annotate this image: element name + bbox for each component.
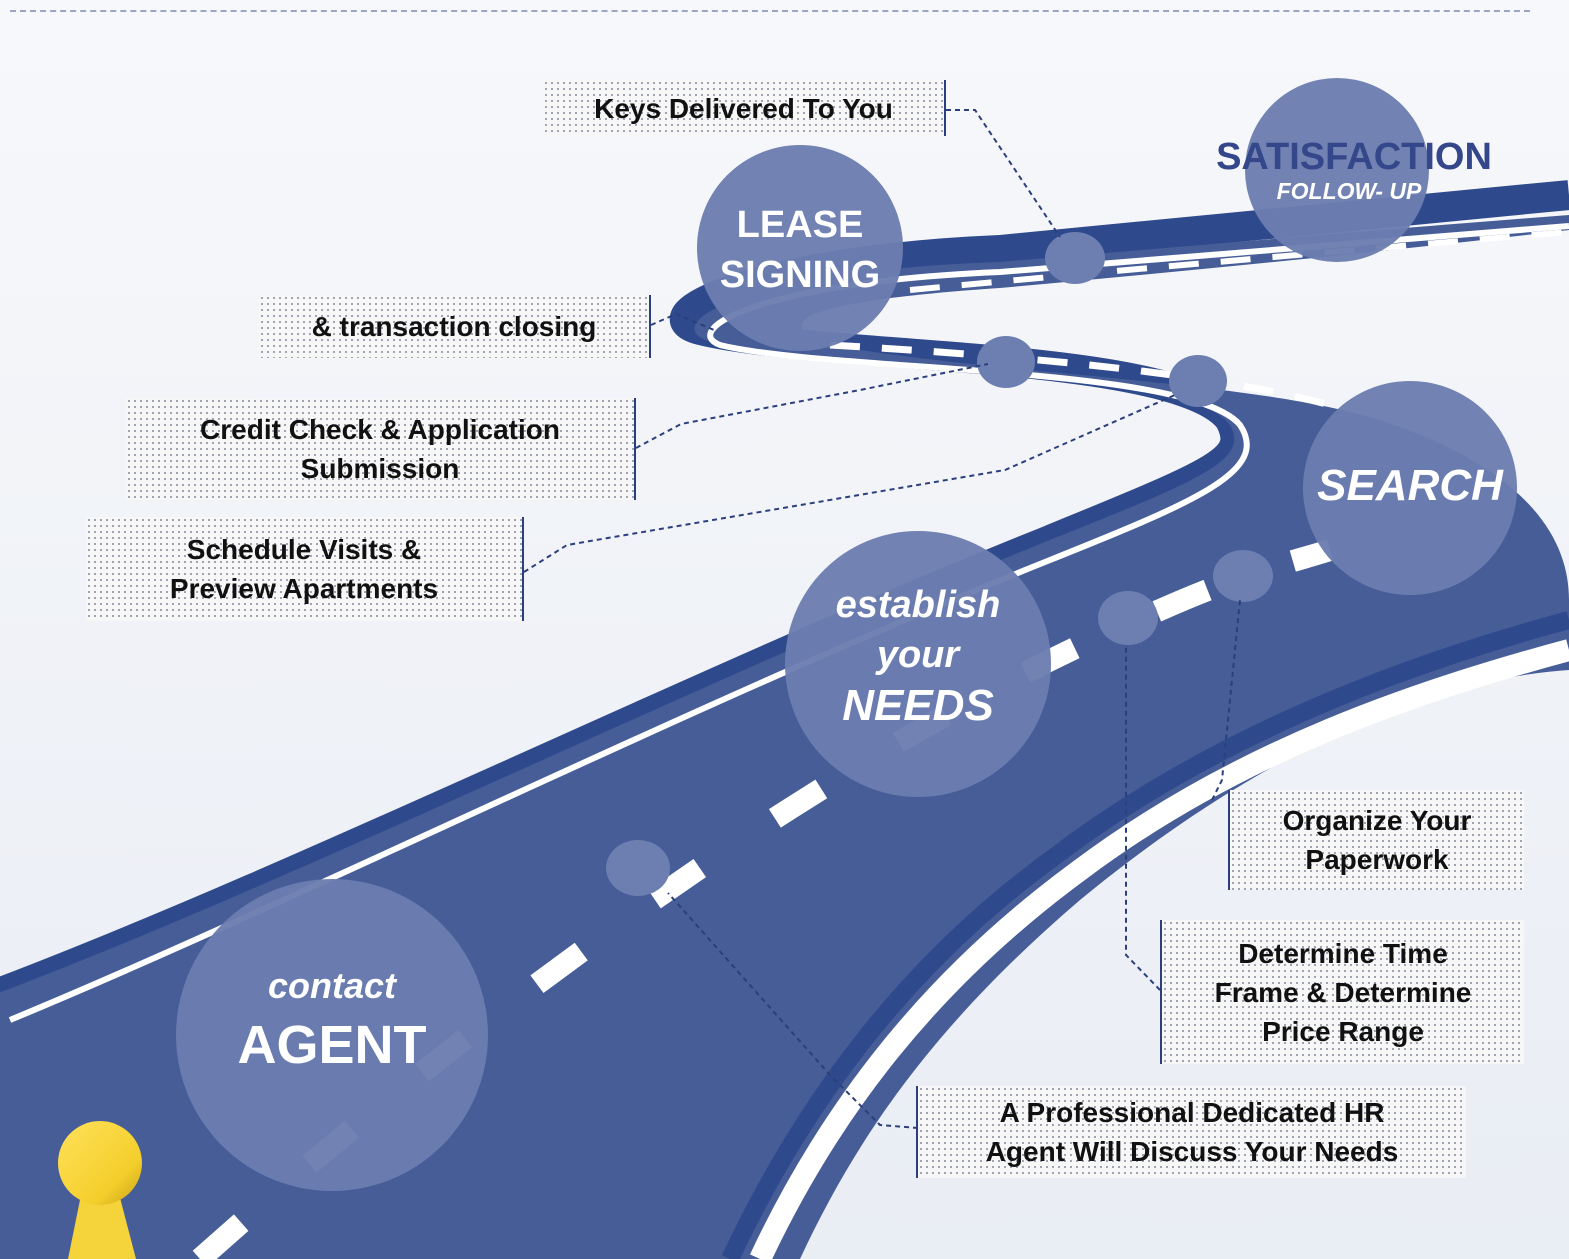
top-dashed-rule bbox=[10, 10, 1530, 12]
callout-timeframe-line2: Frame & Determine bbox=[1214, 976, 1472, 1008]
contact-agent-line2: AGENT bbox=[237, 1015, 427, 1075]
connector-agent bbox=[667, 892, 919, 1129]
marker-dot-organize bbox=[1213, 550, 1273, 602]
callout-organize-line2: Paperwork bbox=[1305, 844, 1449, 875]
callout-timeframe-line1: Determine Time bbox=[1238, 937, 1448, 969]
connector-credit bbox=[635, 363, 989, 449]
establish-needs-line2: NEEDS bbox=[842, 681, 994, 730]
callout-keys-delivered: Keys Delivered To You bbox=[543, 80, 946, 136]
connector-schedule bbox=[523, 394, 1176, 573]
establish-needs-line1: establish bbox=[835, 584, 1001, 626]
marker-dot-credit bbox=[977, 336, 1035, 388]
search-circle bbox=[1303, 381, 1517, 595]
callout-credit-check: Credit Check & Application Submission bbox=[126, 398, 636, 500]
establish-needs-label: establish your NEEDS bbox=[808, 586, 1028, 728]
callout-time-frame: Determine Time Frame & Determine Price R… bbox=[1160, 920, 1524, 1064]
callout-schedule-line1: Schedule Visits & bbox=[186, 534, 422, 565]
road-center-dashes-top bbox=[909, 229, 1569, 293]
callout-credit-line1: Credit Check & Application bbox=[200, 414, 560, 445]
satisfaction-circle bbox=[1245, 78, 1429, 262]
callout-schedule-line2: Preview Apartments bbox=[169, 573, 439, 604]
marker-dot-timeframe bbox=[1098, 591, 1158, 645]
callout-transaction-closing: & transaction closing bbox=[259, 295, 651, 358]
callout-timeframe-line3: Price Range bbox=[1262, 1015, 1424, 1047]
search-label: SEARCH bbox=[1300, 464, 1520, 508]
map-pin-icon bbox=[58, 1121, 142, 1259]
marker-dot-agent bbox=[606, 840, 670, 896]
road-white-line-right bbox=[750, 639, 1569, 1259]
lease-signing-circle bbox=[697, 145, 903, 351]
callout-professional-agent: A Professional Dedicated HR Agent Will D… bbox=[916, 1086, 1466, 1178]
lease-signing-line2: SIGNING bbox=[719, 254, 881, 296]
marker-dot-keys bbox=[1045, 232, 1105, 284]
lease-signing-line1: LEASE bbox=[736, 204, 864, 246]
callout-closing-line1: & transaction closing bbox=[311, 311, 597, 342]
contact-agent-circle bbox=[176, 879, 488, 1191]
road-center-dashes-far bbox=[829, 341, 1331, 409]
satisfaction-label: SATISFACTION FOLLOW- UP bbox=[1196, 138, 1512, 203]
connector-closing bbox=[650, 312, 715, 331]
callout-schedule-visits: Schedule Visits & Preview Apartments bbox=[86, 517, 524, 621]
connector-organize bbox=[1211, 599, 1241, 801]
callout-organize-line1: Organize Your bbox=[1282, 805, 1472, 836]
satisfaction-line1: SATISFACTION bbox=[1216, 136, 1492, 178]
contact-agent-line1: contact bbox=[267, 965, 397, 1006]
callout-credit-line2: Submission bbox=[300, 453, 460, 484]
road-outer-right bbox=[721, 611, 1569, 1259]
connector-timeframe bbox=[1125, 647, 1161, 991]
search-line1: SEARCH bbox=[1317, 461, 1503, 510]
callout-agent-line1: A Professional Dedicated HR bbox=[999, 1097, 1385, 1128]
establish-needs-circle bbox=[785, 531, 1051, 797]
establish-needs-line1b: your bbox=[876, 634, 960, 676]
lease-signing-label: LEASE SIGNING bbox=[700, 206, 900, 294]
callout-keys-line1: Keys Delivered To You bbox=[594, 92, 893, 124]
callout-agent-line2: Agent Will Discuss Your Needs bbox=[985, 1136, 1399, 1167]
contact-agent-label: contact AGENT bbox=[212, 965, 452, 1075]
satisfaction-line2: FOLLOW- UP bbox=[1276, 178, 1422, 204]
callout-organize-paperwork: Organize Your Paperwork bbox=[1228, 790, 1524, 890]
connector-keys bbox=[946, 109, 1061, 238]
marker-dot-schedule bbox=[1169, 355, 1227, 407]
